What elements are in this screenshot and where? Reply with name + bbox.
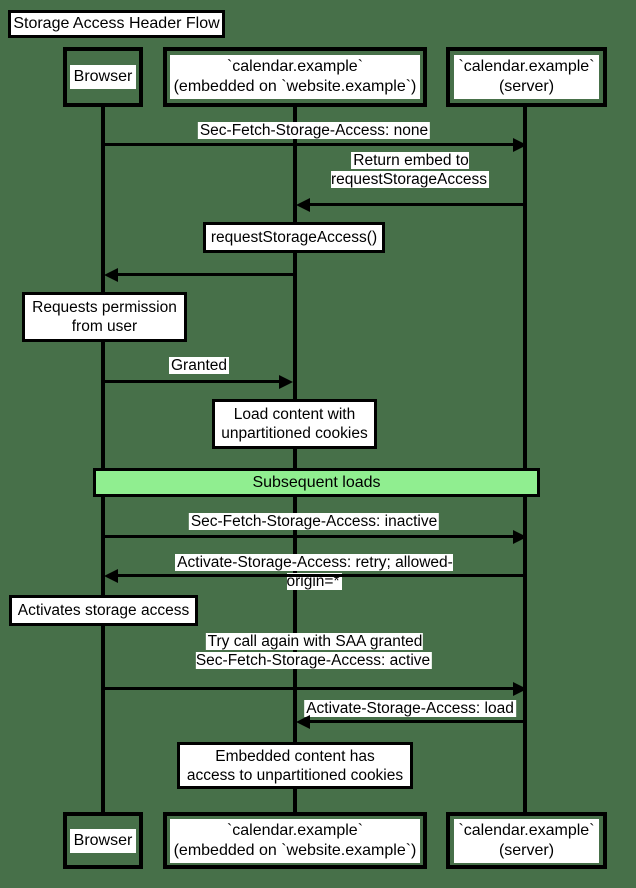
message-arrow-2 [310,203,525,206]
message-arrow-1 [103,143,513,146]
arrowhead-left-icon [104,268,118,282]
participant-browser-bottom: Browser [63,812,143,869]
note-request-storage-access: requestStorageAccess() [203,222,385,253]
lifeline-browser [101,106,105,812]
participant-embed-top: `calendar.example` (embedded on `website… [163,47,427,107]
message-arrow-6 [118,574,525,577]
diagram-title: Storage Access Header Flow [8,10,225,38]
lifeline-server [523,106,527,812]
message-label-8: Activate-Storage-Access: load [304,700,516,717]
lifeline-embed [293,106,297,812]
participant-browser-label: Browser [69,828,137,853]
arrowhead-right-icon [279,375,293,389]
participant-embed-label: `calendar.example` (embedded on `website… [169,55,421,99]
note-load-content: Load content with unpartitioned cookies [212,399,377,449]
note-activates-storage-access: Activates storage access [9,595,198,626]
message-label-7: Try call again with SAA granted Sec-Fetc… [195,633,433,669]
message-arrow-7 [103,687,513,690]
message-label-2: Return embed to requestStorageAccess [331,152,489,188]
participant-server-bottom: `calendar.example` (server) [446,812,607,869]
arrowhead-left-icon [296,715,310,729]
message-label-5: Sec-Fetch-Storage-Access: inactive [188,513,440,530]
arrowhead-left-icon [104,569,118,583]
arrowhead-right-icon [513,138,527,152]
participant-server-label: `calendar.example` (server) [454,818,599,863]
note-embedded-content-access: Embedded content has access to unpartiti… [177,742,413,789]
note-requests-permission: Requests permission from user [22,292,187,342]
arrowhead-left-icon [296,198,310,212]
participant-server-label: `calendar.example` (server) [454,55,599,99]
participant-embed-bottom: `calendar.example` (embedded on `website… [163,812,427,869]
message-label-4: Granted [168,357,230,374]
arrowhead-right-icon [513,682,527,696]
participant-browser-label: Browser [69,65,137,89]
message-arrow-4 [103,380,279,383]
participant-embed-label: `calendar.example` (embedded on `website… [169,818,421,863]
arrowhead-right-icon [513,530,527,544]
participant-browser-top: Browser [63,47,143,107]
divider-subsequent-loads: Subsequent loads [93,468,540,497]
message-label-6: Activate-Storage-Access: retry; allowed-… [175,554,453,590]
message-label-1: Sec-Fetch-Storage-Access: none [197,122,431,139]
message-arrow-3 [118,273,295,276]
participant-server-top: `calendar.example` (server) [446,47,607,107]
diagram-title-label: Storage Access Header Flow [13,15,220,32]
message-arrow-5 [103,535,513,538]
message-arrow-8 [310,720,525,723]
